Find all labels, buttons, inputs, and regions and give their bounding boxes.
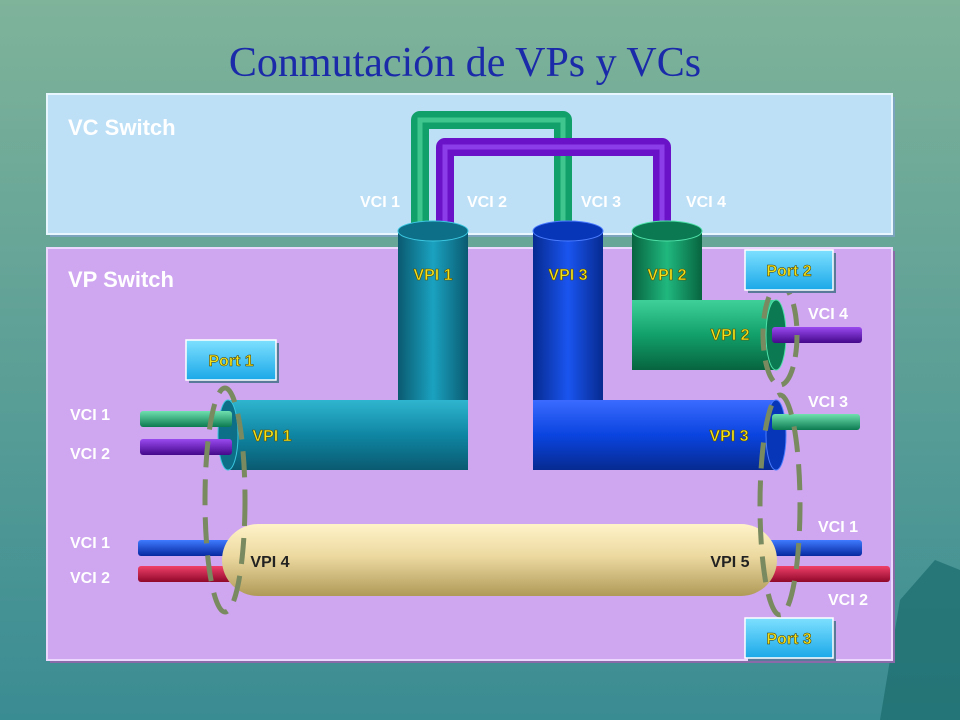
pipe-vpi-2 [631, 220, 787, 371]
vci-pipe-left-green [140, 411, 232, 427]
vci-pipe-left-purple [140, 439, 232, 455]
label-vpi-3-side: VPI 3 [709, 428, 748, 445]
label-vpi-5: VPI 5 [710, 554, 749, 571]
pipe-vpi-1 [217, 220, 469, 471]
pipe-vpi-4-5 [222, 524, 777, 596]
label-right-vci-4: VCI 4 [808, 306, 848, 323]
vc-switch-vci-1: VCI 1 [360, 194, 400, 211]
label-vpi-4: VPI 4 [250, 554, 289, 571]
port-1-label: Port 1 [208, 353, 253, 370]
port-1-boundary [202, 385, 248, 615]
label-left-vci-2-b: VCI 2 [70, 570, 110, 587]
label-vpi-1-top: VPI 1 [413, 267, 452, 284]
mountain-decoration [880, 560, 960, 720]
label-right-vci-2: VCI 2 [828, 592, 868, 609]
vc-switch-vci-4: VCI 4 [686, 194, 726, 211]
label-vpi-1-side: VPI 1 [252, 428, 291, 445]
pipe-vpi-3 [532, 220, 787, 471]
vci-pipe-right-purple [772, 327, 862, 343]
label-right-vci-3: VCI 3 [808, 394, 848, 411]
port-3-label: Port 3 [766, 631, 811, 648]
label-left-vci-1-a: VCI 1 [70, 407, 110, 424]
port-2-label: Port 2 [766, 263, 811, 280]
vc-switch-vci-2: VCI 2 [467, 194, 507, 211]
page-title: Conmutación de VPs y VCs [229, 40, 701, 86]
port-1-box: Port 1 [185, 339, 279, 383]
label-vpi-3-top: VPI 3 [548, 267, 587, 284]
label-left-vci-1-b: VCI 1 [70, 535, 110, 552]
label-vpi-2-top: VPI 2 [647, 267, 686, 284]
label-left-vci-2-a: VCI 2 [70, 446, 110, 463]
vp-switch-label: VP Switch [68, 267, 174, 292]
vc-switch-vci-3: VCI 3 [581, 194, 621, 211]
vc-switch-label: VC Switch [68, 115, 176, 140]
vci-pipe-right-green [772, 414, 860, 430]
port-3-boundary [757, 392, 803, 618]
port-2-box: Port 2 [744, 249, 836, 293]
label-vpi-2-side: VPI 2 [710, 327, 749, 344]
port-3-box: Port 3 [744, 617, 836, 661]
label-right-vci-1: VCI 1 [818, 519, 858, 536]
